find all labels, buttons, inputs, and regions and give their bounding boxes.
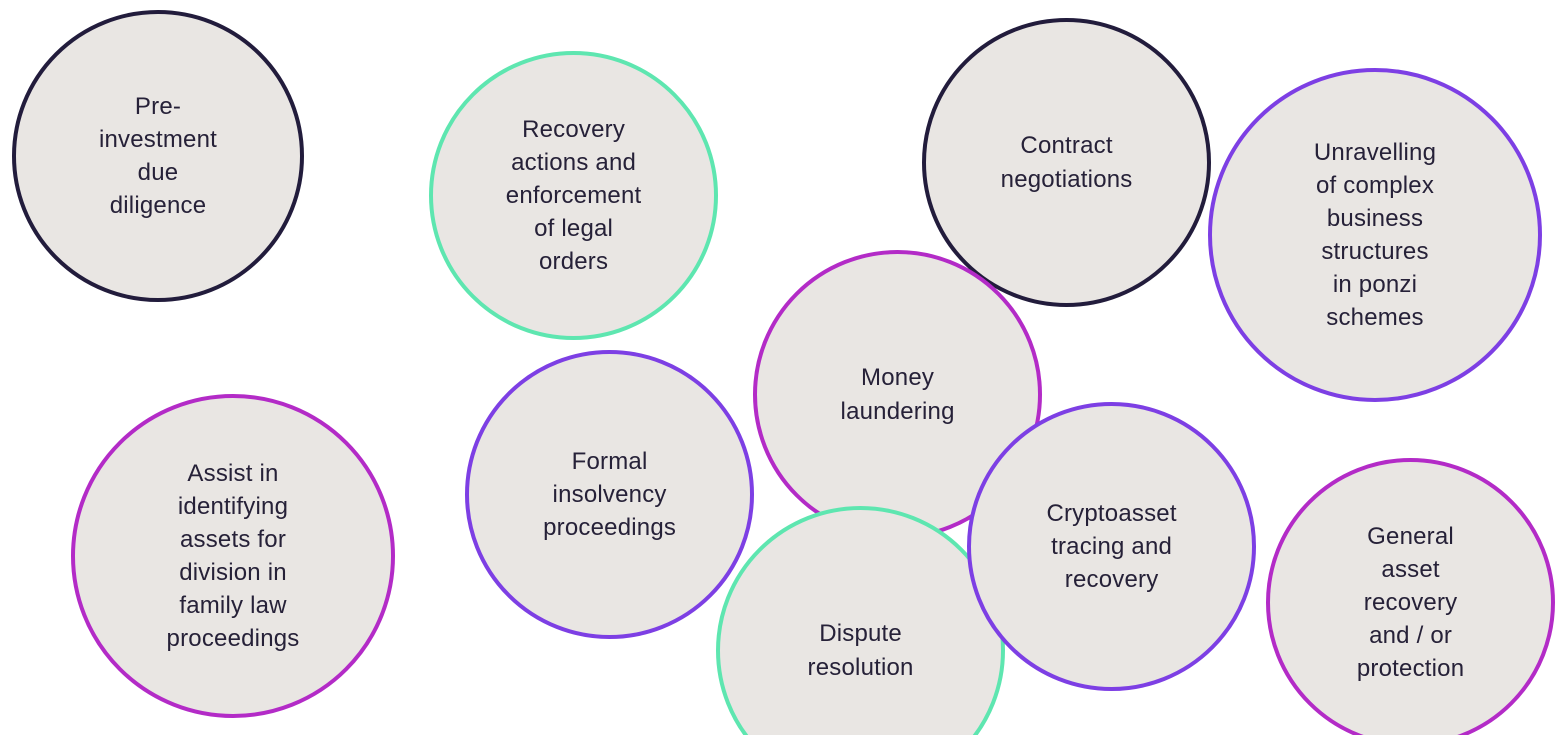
bubble-cryptoasset-tracing-recovery: Cryptoasset tracing and recovery: [967, 402, 1257, 692]
bubble-assist-identifying-assets-family-law: Assist in identifying assets for divisio…: [71, 394, 395, 718]
bubble-label: Formal insolvency proceedings: [543, 447, 677, 542]
bubble-label: Cryptoasset tracing and recovery: [1046, 499, 1177, 594]
bubble-general-asset-recovery-protection: General asset recovery and / or protecti…: [1266, 458, 1556, 735]
bubble-label: Contract negotiations: [1000, 132, 1133, 193]
bubble-dispute-resolution: Dispute resolution: [716, 506, 1006, 735]
bubble-label: Recovery actions and enforcement of lega…: [505, 115, 642, 276]
bubble-label: Money laundering: [840, 364, 955, 425]
bubble-label: Pre-investment due diligence: [98, 92, 218, 220]
bubble-money-laundering: Money laundering: [753, 250, 1043, 540]
bubble-pre-investment-due-diligence: Pre-investment due diligence: [12, 10, 304, 302]
bubble-formal-insolvency-proceedings: Formal insolvency proceedings: [465, 350, 755, 640]
bubble-label: Unravelling of complex business structur…: [1313, 138, 1437, 332]
bubble-contract-negotiations: Contract negotiations: [922, 18, 1212, 308]
bubble-label: Dispute resolution: [807, 620, 914, 681]
bubble-recovery-actions-enforcement: Recovery actions and enforcement of lega…: [429, 51, 719, 341]
bubble-label: Assist in identifying assets for divisio…: [166, 459, 300, 653]
bubble-label: General asset recovery and / or protecti…: [1356, 522, 1465, 683]
bubble-unravelling-ponzi-schemes: Unravelling of complex business structur…: [1208, 68, 1542, 402]
